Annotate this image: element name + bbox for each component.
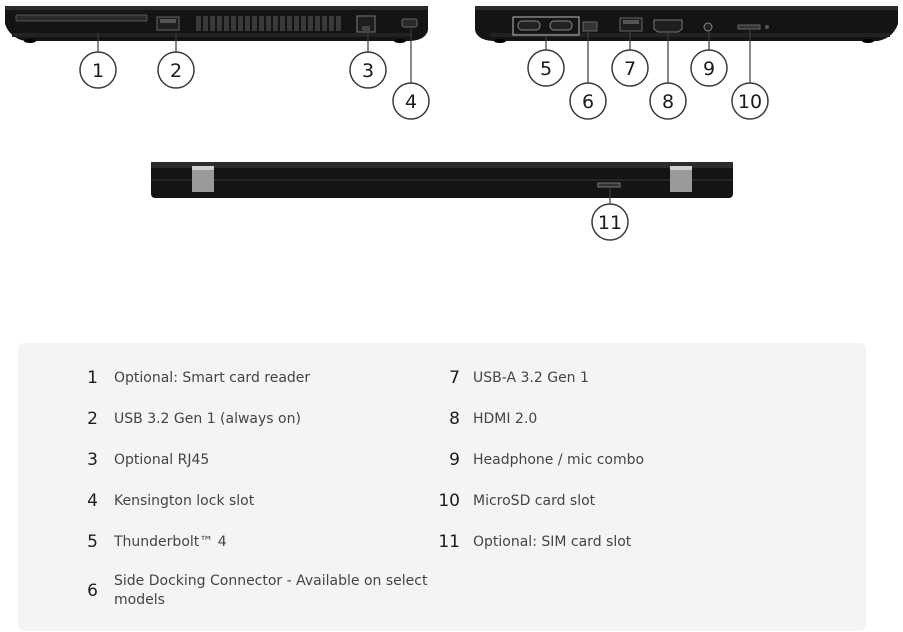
callout-leaders — [97, 28, 751, 205]
legend-label: Optional: SIM card slot — [473, 533, 632, 550]
legend-item-3: 3 Optional RJ45 — [80, 450, 209, 470]
legend-item-8: 8 HDMI 2.0 — [436, 409, 537, 429]
legend-item-2: 2 USB 3.2 Gen 1 (always on) — [80, 409, 301, 429]
svg-text:10: 10 — [738, 91, 762, 113]
svg-text:11: 11 — [598, 212, 622, 234]
callout-1: 1 — [79, 51, 117, 89]
legend-item-4: 4 Kensington lock slot — [80, 491, 254, 511]
thunderbolt-port-1 — [517, 20, 541, 31]
callout-3: 3 — [349, 51, 387, 89]
legend-item-1: 1 Optional: Smart card reader — [80, 368, 310, 388]
usb-port-left — [156, 16, 180, 31]
svg-text:6: 6 — [582, 91, 594, 113]
legend-number: 7 — [449, 368, 460, 388]
thunderbolt-port-2 — [549, 20, 573, 31]
callout-7: 7 — [611, 49, 649, 87]
usb-a-port-right — [619, 17, 643, 32]
legend-item-7: 7 USB-A 3.2 Gen 1 — [436, 368, 589, 388]
callout-2: 2 — [157, 51, 195, 89]
legend-label: HDMI 2.0 — [473, 410, 538, 427]
callout-8: 8 — [649, 82, 687, 120]
svg-text:1: 1 — [92, 60, 104, 82]
callout-4: 4 — [392, 82, 430, 120]
legend-item-10: 10 MicroSD card slot — [436, 491, 595, 511]
legend-item-5: 5 Thunderbolt™ 4 — [80, 532, 227, 552]
legend-label: Kensington lock slot — [114, 492, 255, 509]
legend-label: Optional: Smart card reader — [114, 369, 311, 386]
legend-label: Optional RJ45 — [114, 451, 210, 468]
microsd-slot — [737, 24, 761, 30]
legend-number: 10 — [438, 491, 460, 511]
svg-text:4: 4 — [405, 91, 417, 113]
thunderbolt-group — [512, 16, 580, 36]
svg-text:7: 7 — [624, 58, 636, 80]
kensington-lock-slot — [401, 18, 418, 28]
legend-label: Headphone / mic combo — [473, 451, 645, 468]
hinge-right — [670, 166, 692, 192]
legend-label: USB-A 3.2 Gen 1 — [473, 369, 589, 386]
svg-text:2: 2 — [170, 60, 182, 82]
callout-11: 11 — [591, 203, 629, 241]
side-docking-connector — [582, 21, 598, 32]
hdmi-port — [653, 19, 683, 33]
callout-5: 5 — [527, 49, 565, 87]
svg-text:9: 9 — [703, 58, 715, 80]
legend-number: 2 — [87, 409, 98, 429]
legend-item-9: 9 Headphone / mic combo — [436, 450, 644, 470]
legend-number: 8 — [449, 409, 460, 429]
legend-item-6: 6 Side Docking Connector - Available on … — [80, 572, 444, 610]
smart-card-reader-slot — [15, 14, 148, 22]
legend-number: 3 — [87, 450, 98, 470]
legend-item-11: 11 Optional: SIM card slot — [436, 532, 631, 552]
legend-number: 6 — [87, 581, 98, 601]
legend-label: Side Docking Connector - Available on se… — [114, 573, 428, 608]
legend-label: MicroSD card slot — [473, 492, 596, 509]
ports-legend: 1 Optional: Smart card reader 2 USB 3.2 … — [18, 343, 866, 631]
laptop-right-side-view — [475, 6, 898, 43]
vent-grille — [196, 16, 341, 31]
sim-card-slot — [597, 182, 621, 188]
laptop-rear-view — [151, 162, 733, 198]
svg-text:8: 8 — [662, 91, 674, 113]
ports-diagram: 1 2 3 4 5 6 7 8 9 10 11 — [5, 6, 898, 241]
laptop-left-side-view — [5, 6, 428, 43]
svg-text:3: 3 — [362, 60, 374, 82]
legend-number: 5 — [87, 532, 98, 552]
laptop-right-side-body — [475, 6, 898, 41]
legend-number: 4 — [87, 491, 98, 511]
callout-6: 6 — [569, 82, 607, 120]
legend-number: 11 — [438, 532, 460, 552]
legend-number: 1 — [87, 368, 98, 388]
legend-number: 9 — [449, 450, 460, 470]
hinge-left — [192, 166, 214, 192]
callout-9: 9 — [690, 49, 728, 87]
svg-text:5: 5 — [540, 58, 552, 80]
callout-10: 10 — [731, 82, 769, 120]
headphone-jack — [703, 22, 713, 32]
legend-label: Thunderbolt™ 4 — [114, 533, 227, 550]
legend-label: USB 3.2 Gen 1 (always on) — [114, 410, 301, 427]
